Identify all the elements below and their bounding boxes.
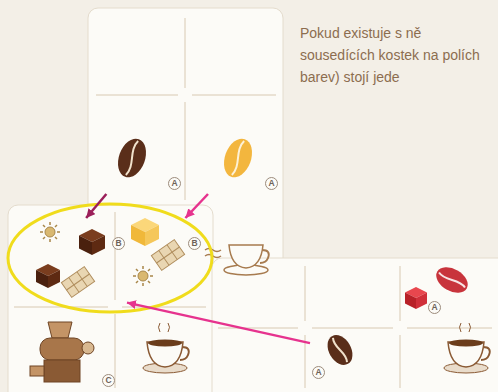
sun-symbol: [40, 222, 60, 242]
red-cube: [405, 287, 427, 309]
cup-outline: [229, 245, 263, 268]
red-cube: [416, 293, 427, 310]
tile-cell: B: [128, 218, 212, 285]
chocolate-tablet: [151, 240, 184, 271]
tile-cell: A: [402, 268, 472, 320]
brown-cube: [36, 229, 105, 288]
cup-outline: [205, 245, 269, 275]
tile-letter: A: [265, 177, 278, 190]
brown-cube: [36, 270, 48, 288]
brown-cube: [92, 236, 105, 256]
coffee-bean: [322, 331, 357, 370]
tile-cell: C: [22, 318, 120, 390]
coffee-cup: [444, 323, 490, 373]
sun-symbol: [133, 266, 153, 286]
coffee-bean: [432, 262, 472, 298]
coffee-bean: [432, 262, 472, 298]
coffee-bean: [332, 337, 349, 363]
chocolate-tablet: [61, 267, 94, 298]
chocolate-tablet: [151, 240, 184, 271]
coffee-bean: [124, 140, 140, 175]
coffee-bean: [219, 135, 257, 181]
yellow-cube: [131, 218, 159, 246]
coffee-roaster: [44, 360, 80, 382]
coffee-roaster: [48, 322, 72, 338]
rule-text: Pokud existuje s ně sousedících kostek n…: [300, 22, 490, 88]
coffee-roaster: [30, 366, 44, 376]
yellow-cube: [145, 225, 159, 246]
coffee-bean: [438, 271, 465, 289]
chocolate-tablet: [61, 267, 94, 298]
coffee-roaster: [30, 322, 94, 382]
chocolate-tablet: [61, 267, 94, 298]
yellow-cube: [131, 225, 145, 246]
chocolate-tablet: [151, 240, 184, 271]
tile-letter: A: [312, 366, 325, 379]
cup-outline: [260, 250, 269, 263]
arrow-connector: [185, 194, 208, 218]
tile-cell: A: [310, 328, 368, 386]
tile-cell: B: [22, 218, 127, 305]
sun-symbol: [138, 271, 148, 281]
coffee-bean: [219, 135, 257, 181]
coffee-cup: [481, 347, 490, 360]
coffee-cup: [159, 323, 170, 332]
tile-card: [8, 205, 213, 392]
tile-cell: A: [105, 120, 185, 194]
coffee-bean: [230, 140, 246, 175]
grid-line: [96, 18, 276, 200]
arrow-connector: [127, 303, 310, 344]
grid-line: [14, 18, 492, 388]
tile-letter: A: [168, 177, 181, 190]
tile-letter: A: [428, 301, 441, 314]
tile-letter: B: [112, 237, 125, 250]
sun-symbol: [133, 266, 153, 286]
tile-card: [212, 258, 498, 392]
coffee-roaster: [82, 342, 94, 354]
brown-cube: [79, 236, 92, 256]
coffee-cup: [180, 347, 189, 360]
highlight-ellipse: [8, 204, 212, 312]
tile-card: [8, 8, 498, 392]
coffee-bean: [322, 331, 357, 370]
coffee-cup: [143, 323, 189, 373]
red-cube: [405, 293, 416, 310]
coffee-roaster: [40, 338, 84, 360]
sun-symbol: [40, 222, 60, 242]
tile-cell: A: [205, 120, 283, 194]
sun-symbol: [45, 227, 55, 237]
coffee-cup: [460, 323, 471, 332]
arrow-connector: [86, 194, 106, 218]
coffee-bean: [113, 135, 151, 181]
brown-cube: [48, 270, 60, 288]
tile-letter: C: [102, 374, 115, 387]
tile-letter: B: [188, 237, 201, 250]
coffee-cup: [449, 340, 483, 347]
coffee-cup: [148, 340, 182, 347]
coffee-bean: [113, 135, 151, 181]
